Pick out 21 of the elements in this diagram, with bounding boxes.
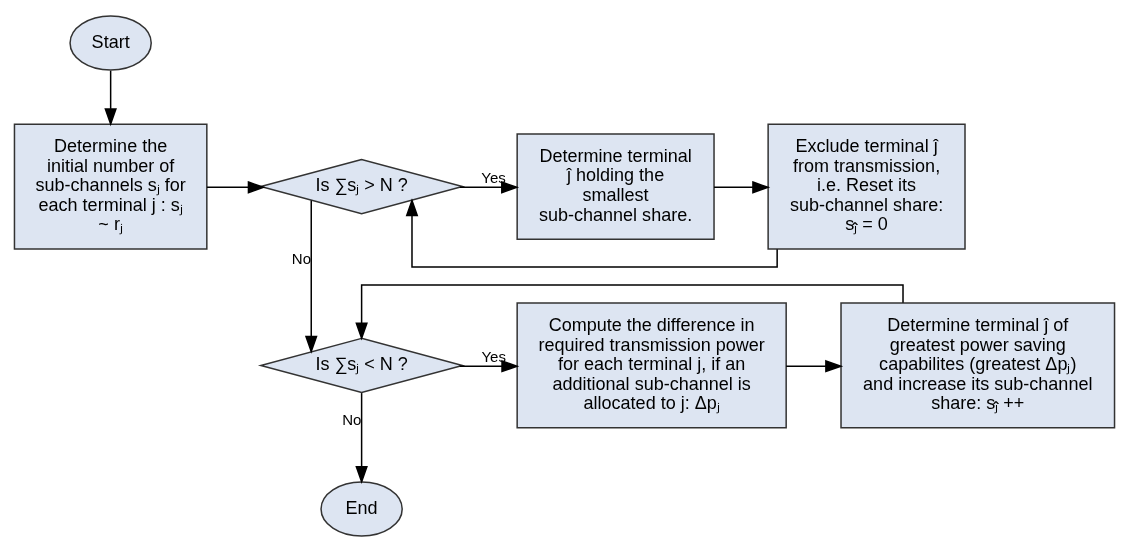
arrow <box>459 180 520 194</box>
arrow <box>104 69 117 126</box>
arrow <box>206 180 266 194</box>
edge-label: No <box>342 410 362 428</box>
node-ellipse: Start <box>69 14 152 71</box>
node-box: Determine the initial number of sub-channels sⱼ for each terminal j : sⱼ ~ rⱼ <box>13 122 208 250</box>
arrow <box>405 197 778 268</box>
node-box: Determine terminal ĵ of greatest power saving capabilites (greatest Δpⱼ) and increase its sub-channel share: sⱼ̂ ++ <box>840 301 1116 429</box>
arrow <box>713 180 771 194</box>
arrow <box>355 391 368 484</box>
edge-label: Yes <box>481 168 506 186</box>
arrow <box>355 283 904 340</box>
node-box: Determine terminal ĵ holding the smallest sub-channel share. <box>516 132 715 240</box>
node-box: Compute the difference in required transmission power for each terminal j, if an additional sub-channel is allocated to j: Δpⱼ <box>516 301 787 429</box>
arrow <box>785 359 844 372</box>
edge-label: Yes <box>481 347 506 365</box>
arrow <box>459 359 520 372</box>
node-box: Exclude terminal ĵ from transmission, i.e. Reset its sub-channel share: sⱼ̂ = 0 <box>767 122 966 250</box>
edge-label: No <box>291 249 312 267</box>
node-ellipse: End <box>320 480 403 537</box>
arrow <box>304 199 318 354</box>
